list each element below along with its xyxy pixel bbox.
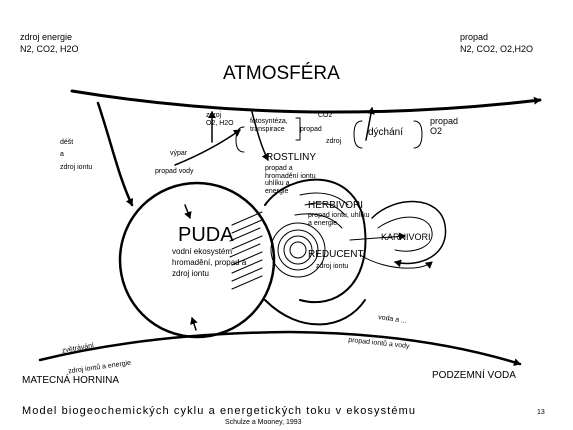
reducer-lobe <box>265 300 365 324</box>
puda-desc: vodní ekosystém hromadění, propad a zdro… <box>172 247 246 279</box>
propad-vody-label: propad vody <box>155 168 194 176</box>
dychani-label: dýchání <box>368 127 403 139</box>
fotosynteza-label: fotosyntéza, transpirace <box>250 118 288 134</box>
herbivori-label: HERBIVORI <box>308 200 363 212</box>
karnivori-label: KARNIVORI <box>381 232 431 242</box>
rock-arrow <box>40 332 520 364</box>
co2-label: CO2 <box>318 112 332 120</box>
reducenti-label: REDUCENTI <box>308 249 366 261</box>
propad-mid-label: propad <box>300 126 322 134</box>
zdroj-iontu-left-label: zdroj iontu <box>60 164 92 172</box>
caption: Model biogeochemických cyklu a energetic… <box>22 405 416 418</box>
puda-label: PUDA <box>178 224 234 247</box>
a-label: a <box>60 151 64 159</box>
source-citation: Schulze a Mooney, 1993 <box>225 419 302 427</box>
bracket-dychani-left <box>354 121 362 148</box>
podzemni-label: PODZEMNÍ VODA <box>432 370 516 382</box>
dest-label: déšt <box>60 139 73 147</box>
top-left-formula: N2, CO2, H2O <box>20 44 79 54</box>
page-number: 13 <box>537 409 545 417</box>
vypar-label: výpar <box>170 150 187 158</box>
propad-o2-label: propad O2 <box>430 116 458 137</box>
zdroj-mid-label: zdroj <box>326 138 341 146</box>
reducenti-desc: zdroj iontu <box>316 263 348 271</box>
evaporation-arrow <box>175 130 240 165</box>
top-left-title: zdroj energie <box>20 32 72 42</box>
rostliny-desc: propad a hromadění iontu uhlíku a energi… <box>265 165 316 196</box>
zdroj-o2-h2o-label: zdroj O2, H2O <box>206 112 234 128</box>
bracket-dychani-right <box>414 121 422 148</box>
rain-arrow <box>98 103 132 205</box>
top-right-formula: N2, CO2, O2,H2O <box>460 44 533 54</box>
atmosphere-arrow <box>72 91 540 112</box>
atmosphere-label: ATMOSFÉRA <box>223 63 340 85</box>
herbivori-desc: propad iontu, uhlíku a energie <box>308 212 370 227</box>
rostliny-label: ROSTLINY <box>266 152 316 164</box>
top-right-title: propad <box>460 32 488 42</box>
matecna-label: MATECNÁ HORNINA <box>22 375 119 387</box>
